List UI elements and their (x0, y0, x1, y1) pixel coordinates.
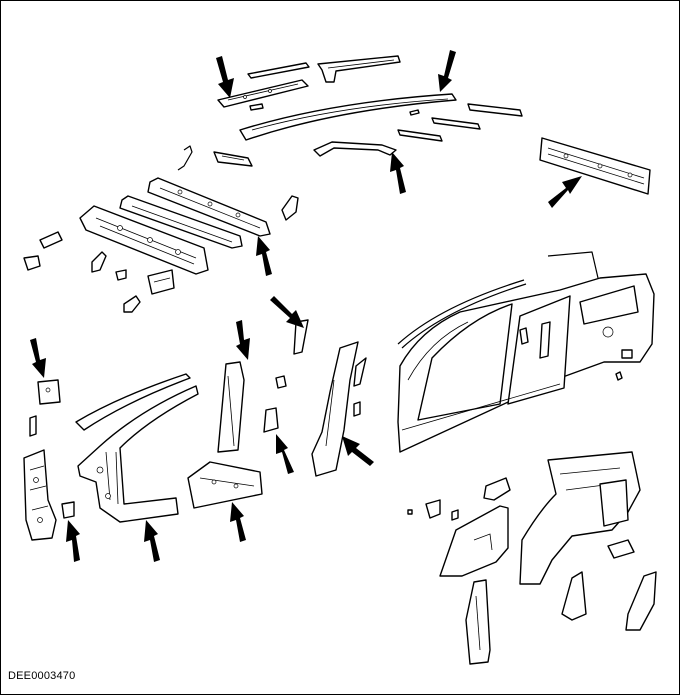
cowl-middle-panel (119, 195, 243, 249)
c-pillar-inner (311, 341, 359, 477)
small-clip-c (353, 401, 361, 417)
reference-code: DEE0003470 (8, 670, 76, 682)
arrow-b-pillar-base (230, 502, 246, 542)
small-tab-456 (451, 509, 459, 521)
arrow-hinge-reinforcement (30, 338, 46, 378)
cowl-side-bracket-right (281, 195, 299, 221)
arrow-roof-bow (390, 152, 406, 194)
hinge-pillar-reinforcement-upper (37, 379, 61, 405)
roof-side-rail-strip (293, 319, 309, 355)
quarter-bracket-1 (483, 477, 511, 501)
small-tab-left (29, 415, 37, 437)
dash-bracket-small-5 (123, 295, 141, 313)
arrow-c-pillar (342, 436, 374, 466)
rear-bracket-608 (607, 539, 635, 559)
sill-bracket-left (61, 501, 75, 519)
arrow-sill-bracket (66, 520, 80, 562)
roof-bow-rear-2 (431, 117, 481, 130)
roof-bow-center (313, 141, 397, 157)
arrow-roof-front-rail (216, 56, 234, 98)
arrow-b-pillar-bracket (276, 434, 294, 474)
rear-pillar-lower-middle (561, 571, 587, 621)
dash-bracket-small-4 (147, 269, 175, 295)
roof-rear-header (317, 55, 401, 83)
roof-rail-molding (397, 279, 527, 349)
cowl-upper-panel (147, 177, 271, 237)
roof-front-rail (217, 79, 309, 108)
arrow-a-pillar-strip (270, 296, 304, 328)
body-side-outer-panel (397, 273, 655, 453)
body-side-small-parts (519, 321, 633, 381)
dash-bracket-small-3 (115, 269, 127, 281)
rear-rail-molding (547, 251, 599, 279)
roof-small-link (177, 145, 193, 171)
c-pillar-bracket (353, 357, 367, 387)
rear-wheelhouse-inner (519, 451, 641, 585)
roof-bow-rear-3 (467, 103, 523, 117)
roof-front-bow-strip (247, 62, 310, 79)
roof-panel (239, 93, 457, 141)
dash-panel-lower (79, 205, 209, 275)
hinge-pillar-inner (23, 449, 57, 541)
b-pillar-small-clip (275, 375, 287, 389)
callout-arrows (30, 50, 582, 562)
roof-small-bracket (249, 103, 264, 111)
b-pillar-bracket (263, 407, 279, 433)
front-body-side-outer (77, 385, 199, 523)
arrow-b-pillar (236, 320, 250, 360)
dash-bracket-small-2 (91, 251, 107, 273)
roof-bow-rear (397, 129, 443, 142)
roof-small-clip (409, 109, 420, 116)
arrow-rear-panel (548, 176, 582, 208)
arrow-cowl (256, 236, 272, 276)
rear-pillar-lower-right (625, 571, 657, 631)
a-pillar-upper-rail (75, 373, 191, 431)
rear-pillar-lower-left (465, 579, 491, 665)
arrow-roof-panel (438, 50, 456, 92)
quarter-bracket-2 (425, 499, 441, 519)
b-pillar-base-sill (187, 461, 263, 509)
dash-bracket-small-1 (23, 255, 41, 271)
b-pillar-inner (217, 361, 245, 453)
arrow-front-side-outer (144, 520, 160, 562)
dash-bracket-left (39, 231, 63, 249)
roof-bracket-left (213, 151, 253, 167)
front-wheelhouse (439, 505, 509, 577)
rear-end-panel (539, 137, 651, 195)
small-tab-408 (407, 509, 413, 515)
